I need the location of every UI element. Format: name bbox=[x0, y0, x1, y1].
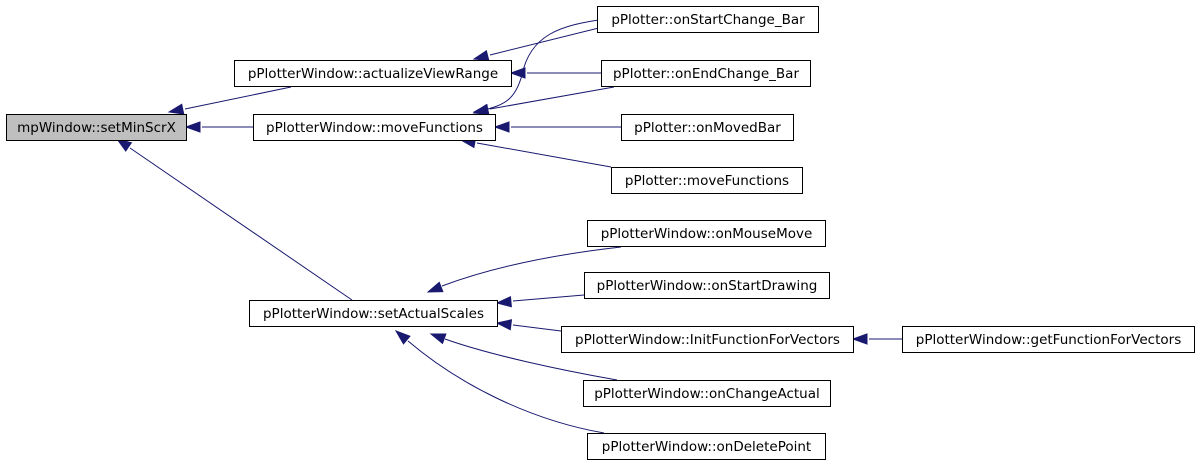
node-box bbox=[249, 300, 498, 327]
arrowhead-icon bbox=[495, 295, 512, 308]
arrowhead-icon bbox=[184, 121, 201, 133]
edge-line bbox=[444, 338, 618, 381]
node-box bbox=[6, 114, 187, 141]
node-label: pPlotterWindow::onChangeActual bbox=[594, 386, 820, 402]
edge-omm-to-sas bbox=[426, 246, 622, 293]
edge-odp-to-sas bbox=[394, 330, 605, 434]
edge-line bbox=[489, 86, 615, 110]
node-label: pPlotterWindow::onDeletePoint bbox=[602, 439, 811, 455]
node-omm[interactable]: pPlotterWindow::onMouseMove bbox=[587, 220, 826, 247]
node-oca[interactable]: pPlotterWindow::onChangeActual bbox=[583, 380, 831, 407]
edge-line bbox=[184, 86, 292, 110]
node-label: pPlotterWindow::actualizeViewRange bbox=[248, 66, 498, 82]
edge-line bbox=[407, 340, 605, 434]
node-box bbox=[584, 272, 830, 299]
node-box bbox=[234, 60, 512, 87]
arrowhead-icon bbox=[851, 333, 868, 345]
node-box bbox=[561, 326, 854, 353]
node-pmf[interactable]: pPlotter::moveFunctions bbox=[611, 167, 803, 194]
node-oscb[interactable]: pPlotter::onStartChange_Bar bbox=[597, 6, 819, 33]
edge-gffv-to-iffv bbox=[851, 333, 902, 345]
edge-line bbox=[479, 18, 607, 112]
node-label: pPlotterWindow::onStartDrawing bbox=[597, 278, 818, 294]
node-osd[interactable]: pPlotterWindow::onStartDrawing bbox=[584, 272, 830, 299]
node-omb[interactable]: pPlotter::onMovedBar bbox=[621, 114, 794, 141]
arrowhead-icon bbox=[167, 103, 185, 115]
node-label: pPlotterWindow::onMouseMove bbox=[601, 226, 813, 242]
node-box bbox=[902, 326, 1195, 353]
node-label: mpWindow::setMinScrX bbox=[17, 120, 176, 136]
arrowhead-icon bbox=[495, 319, 513, 331]
node-label: pPlotter::onMovedBar bbox=[634, 120, 781, 136]
node-root[interactable]: mpWindow::setMinScrX bbox=[6, 114, 187, 141]
edge-sas-to-root bbox=[115, 138, 353, 301]
arrowhead-icon bbox=[493, 121, 510, 133]
node-avr[interactable]: pPlotterWindow::actualizeViewRange bbox=[234, 60, 512, 87]
arrowhead-icon bbox=[394, 330, 411, 345]
edge-oecb-to-mf bbox=[472, 86, 615, 116]
node-box bbox=[597, 6, 819, 33]
node-label: pPlotterWindow::moveFunctions bbox=[266, 120, 483, 136]
node-label: pPlotterWindow::InitFunctionForVectors bbox=[575, 332, 840, 348]
node-gffv[interactable]: pPlotterWindow::getFunctionForVectors bbox=[902, 326, 1195, 353]
node-box bbox=[253, 114, 496, 141]
node-box bbox=[587, 433, 826, 460]
node-iffv[interactable]: pPlotterWindow::InitFunctionForVectors bbox=[561, 326, 854, 353]
node-odp[interactable]: pPlotterWindow::onDeletePoint bbox=[587, 433, 826, 460]
edge-oecb-to-avr bbox=[509, 67, 601, 79]
node-box bbox=[587, 220, 826, 247]
edge-line bbox=[441, 246, 622, 287]
edge-line bbox=[512, 324, 562, 332]
node-box bbox=[621, 114, 794, 141]
arrowhead-icon bbox=[472, 103, 490, 116]
node-label: pPlotterWindow::setActualScales bbox=[263, 306, 484, 322]
edge-omb-to-mf bbox=[493, 121, 621, 133]
edge-pmf-to-mf bbox=[459, 136, 612, 168]
edges-layer bbox=[115, 18, 902, 434]
edge-osd-to-sas bbox=[495, 294, 585, 308]
edge-iffv-to-sas bbox=[495, 319, 562, 332]
node-label: pPlotter::moveFunctions bbox=[625, 173, 789, 189]
nodes-layer: mpWindow::setMinScrX pPlotterWindow::actu… bbox=[6, 6, 1195, 460]
node-box bbox=[611, 167, 803, 194]
edge-oca-to-sas bbox=[429, 333, 618, 381]
node-label: pPlotter::onEndChange_Bar bbox=[613, 66, 799, 82]
node-mf[interactable]: pPlotterWindow::moveFunctions bbox=[253, 114, 496, 141]
arrowhead-icon bbox=[429, 333, 447, 345]
edge-avr-to-root bbox=[167, 86, 292, 115]
edge-line bbox=[476, 142, 612, 168]
node-box bbox=[601, 60, 811, 87]
node-oecb[interactable]: pPlotter::onEndChange_Bar bbox=[601, 60, 811, 87]
edge-line bbox=[129, 147, 353, 301]
edge-mf-to-root bbox=[184, 121, 253, 133]
edge-line bbox=[512, 294, 585, 302]
arrowhead-icon bbox=[426, 281, 444, 293]
node-box bbox=[583, 380, 831, 407]
node-sas[interactable]: pPlotterWindow::setActualScales bbox=[249, 300, 498, 327]
arrowhead-icon bbox=[472, 49, 490, 62]
node-label: pPlotterWindow::getFunctionForVectors bbox=[916, 332, 1182, 348]
node-label: pPlotter::onStartChange_Bar bbox=[611, 12, 805, 28]
